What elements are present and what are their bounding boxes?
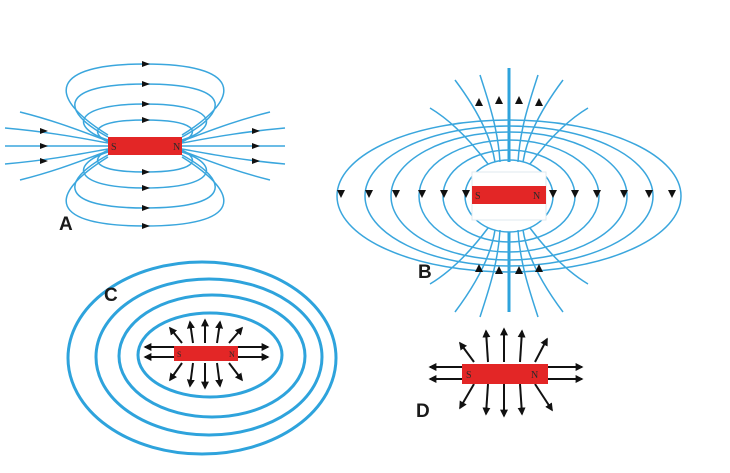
panel-b-field-lines <box>336 68 682 318</box>
panel-d-magnet: S N <box>462 364 548 384</box>
panel-c-label: C <box>104 285 118 306</box>
panel-b: S N B <box>336 68 682 318</box>
panel-a-direction-arrows <box>40 61 260 229</box>
panel-c-south-pole: S <box>177 350 181 359</box>
panel-c-field-loops <box>66 260 338 456</box>
panel-b-direction-arrows <box>337 96 676 274</box>
panel-c-north-pole: N <box>229 350 235 359</box>
panel-d-south-pole: S <box>466 370 472 381</box>
panel-b-magnet: S N <box>471 171 547 221</box>
panel-c: S N C <box>66 260 338 456</box>
panel-d-north-pole: N <box>531 370 538 381</box>
panel-d: S N D <box>416 327 584 422</box>
panel-d-label: D <box>416 401 430 422</box>
panel-d-direction-arrows <box>428 327 584 418</box>
panel-c-magnet: S N <box>174 346 238 361</box>
panel-b-south-pole: S <box>475 191 481 202</box>
panel-a-label: A <box>59 214 73 235</box>
panel-a-north-pole: N <box>173 142 180 153</box>
panel-a-magnet: S N <box>108 137 182 155</box>
panel-a-south-pole: S <box>111 142 117 153</box>
panel-b-label: B <box>418 262 432 283</box>
panel-a: S N A <box>4 61 286 235</box>
panel-c-direction-arrows <box>143 318 270 390</box>
panel-b-north-pole: N <box>533 191 540 202</box>
